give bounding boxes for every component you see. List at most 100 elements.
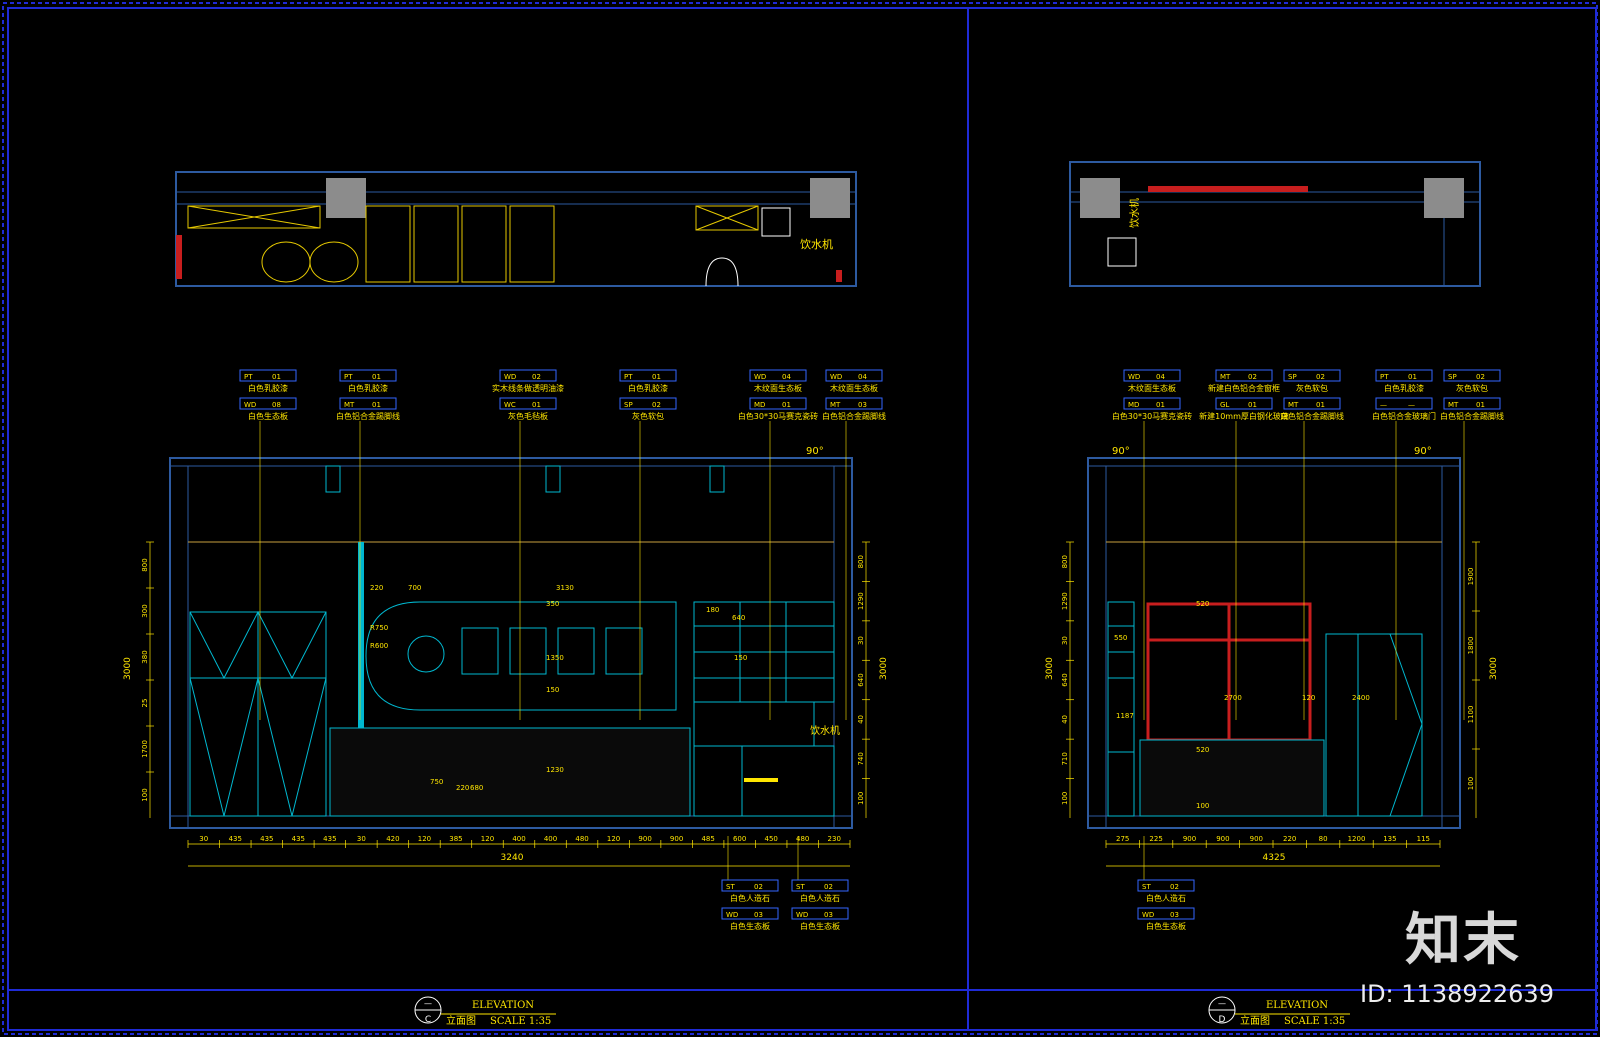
material-tag-box [1123, 397, 1181, 410]
dimension-text: 520 [1196, 746, 1209, 754]
dimension-text: 100 [141, 788, 149, 801]
dimension-text: 3130 [556, 584, 574, 592]
material-tag-box [1215, 369, 1273, 382]
material-tag-text: 白色乳胶漆 [348, 383, 388, 393]
material-tag-text: 白色生态板 [730, 921, 770, 931]
overall-height-d-right: 3000 [1489, 657, 1499, 680]
plan-label-d: 饮水机 [1128, 198, 1141, 228]
material-tag-text: 白色人造石 [800, 893, 840, 903]
material-tag-text: 灰色软包 [632, 411, 664, 421]
material-tag-number: 02 [1476, 373, 1485, 381]
material-tag-box [749, 369, 807, 382]
elevation-d [1087, 457, 1461, 829]
material-tag-code: ST [726, 883, 735, 891]
material-tag-code: SP [1448, 373, 1457, 381]
column-right-d [1424, 178, 1464, 218]
material-tag-box [1443, 397, 1501, 410]
material-tag-text: 木纹面生态板 [830, 383, 878, 393]
material-tag-text: 白色人造石 [1146, 893, 1186, 903]
material-tag-text: 白色铝合金玻璃门 [1372, 411, 1436, 421]
dimension-text: 1700 [141, 740, 149, 758]
angle-label-d-left: 90° [1112, 446, 1130, 457]
title-block-d [1208, 996, 1350, 1024]
material-tag-number: 04 [858, 373, 867, 381]
material-tag-text: 灰色毛毡板 [508, 411, 548, 421]
dimension-text: 520 [1196, 600, 1209, 608]
material-tag-code: MD [754, 401, 765, 409]
material-tag-box [239, 397, 297, 410]
scale-c: SCALE 1:35 [490, 1016, 551, 1027]
material-tag-number: 02 [1170, 883, 1179, 891]
material-tag-box [1283, 397, 1341, 410]
material-tag-code: GL [1220, 401, 1229, 409]
dimension-text: 30 [857, 636, 865, 645]
overall-height-c-right: 3000 [879, 657, 889, 680]
title-cn-d: 立面图 [1240, 1014, 1270, 1027]
overall-width-c: 3240 [501, 853, 524, 863]
dimension-text: 600 [733, 835, 746, 843]
dimension-text: 550 [1114, 634, 1127, 642]
material-tag-number: 01 [532, 401, 541, 409]
material-tag-code: WD [244, 401, 256, 409]
dimension-text: 640 [1061, 673, 1069, 686]
storage-shelves-c [693, 601, 835, 817]
material-tag-box [1375, 369, 1433, 382]
material-tag-box [791, 907, 849, 920]
dimension-text: 400 [512, 835, 525, 843]
material-tag-number: 01 [1408, 373, 1417, 381]
material-tag-box [721, 879, 779, 892]
dimension-text: 150 [546, 686, 559, 694]
material-tag-text: 新建10mm厚白钢化玻璃 [1199, 411, 1289, 421]
material-tag-box [1137, 907, 1195, 920]
material-tag-number: 01 [782, 401, 791, 409]
dimension-text: 400 [544, 835, 557, 843]
dimension-text: 220 [370, 584, 383, 592]
material-tag-box [499, 397, 557, 410]
shelf-unit-d [1107, 601, 1135, 817]
material-tag-box [825, 369, 883, 382]
material-tag-number: 01 [1248, 401, 1257, 409]
material-tag-text: 灰色软包 [1296, 383, 1328, 393]
dimension-text: 750 [430, 778, 443, 786]
dimension-text: 1290 [1061, 592, 1069, 610]
dimension-text: 100 [857, 792, 865, 805]
material-tag-text: 白色乳胶漆 [628, 383, 668, 393]
dimension-text: 1290 [857, 592, 865, 610]
column-right [810, 178, 850, 218]
dimension-text: 350 [546, 600, 559, 608]
dimension-text: 25 [141, 699, 149, 708]
dimension-text: 300 [141, 604, 149, 617]
dimension-text: 2400 [1352, 694, 1370, 702]
material-tag-number: 02 [824, 883, 833, 891]
dimension-text: 1100 [1467, 706, 1475, 724]
marker-letter-d: D [1219, 1015, 1226, 1025]
dimension-text: 450 [765, 835, 778, 843]
brand-watermark: 知末 [1405, 908, 1521, 973]
material-tag-box [825, 397, 883, 410]
dimension-text: 80 [1319, 835, 1328, 843]
dimension-text: 100 [1467, 777, 1475, 790]
dimension-text: 480 [575, 835, 588, 843]
material-tag-text: 白色生态板 [248, 411, 288, 421]
dimension-text: 135 [1383, 835, 1396, 843]
plan-label-c: 饮水机 [800, 237, 833, 251]
dimension-text: 640 [732, 614, 745, 622]
dimension-text: 115 [1417, 835, 1430, 843]
dimension-text: 900 [638, 835, 651, 843]
elevation-c [169, 457, 853, 829]
material-tag-number: 01 [372, 401, 381, 409]
dimension-text: 1230 [546, 766, 564, 774]
marker-letter-c: C [425, 1015, 431, 1025]
dimension-text: 30 [1061, 636, 1069, 645]
window-d [1146, 602, 1312, 742]
material-tag-code: WD [1142, 911, 1154, 919]
material-tag-number: 03 [824, 911, 833, 919]
dimension-text: 30 [199, 835, 208, 843]
material-tag-code: PT [344, 373, 353, 381]
scale-d: SCALE 1:35 [1284, 1016, 1345, 1027]
material-tag-code: MT [1448, 401, 1459, 409]
material-tag-box [619, 369, 677, 382]
dimension-text: 1187 [1116, 712, 1134, 720]
dimension-text: R750 [370, 624, 388, 632]
